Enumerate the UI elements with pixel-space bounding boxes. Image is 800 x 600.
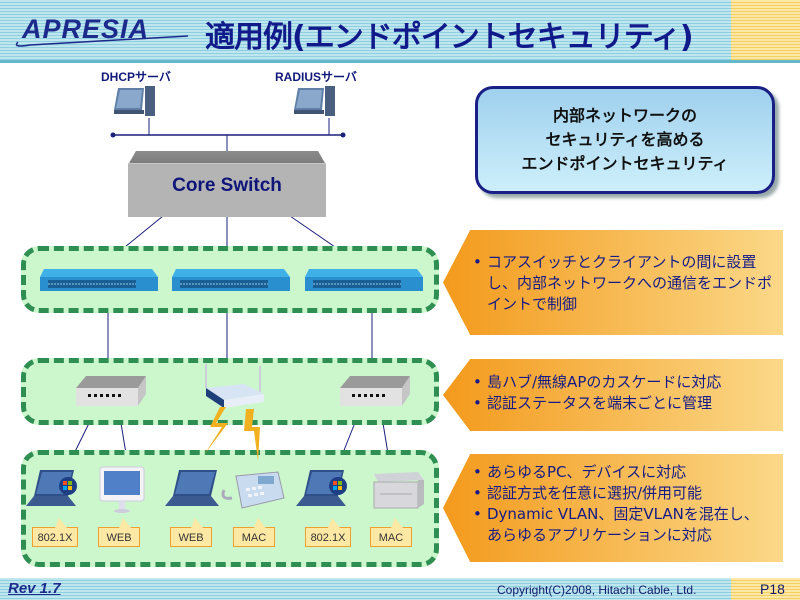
l2-switch-icon	[40, 269, 158, 291]
auth-tag: WEB	[170, 518, 212, 547]
imac-icon	[99, 466, 145, 513]
zone-endpoints	[21, 450, 439, 567]
logo-text: APRESIA	[22, 14, 150, 44]
hub-icon	[340, 376, 410, 406]
bullet-icon: •	[473, 253, 482, 271]
desktop-pc-icon	[294, 86, 335, 116]
copyright-text: Copyright(C)2008, Hitachi Cable, Ltd.	[497, 583, 697, 597]
callout-line: エンドポイントセキュリティ	[521, 154, 729, 173]
hub-icon	[76, 376, 146, 406]
header-divider	[0, 60, 800, 63]
bullet-item: •認証ステータスを端末ごとに管理	[473, 394, 713, 412]
bullet-icon: •	[473, 394, 482, 412]
bullet-icon: •	[473, 373, 482, 391]
summary-callout: 内部ネットワークの セキュリティを高める エンドポイントセキュリティ	[475, 86, 775, 194]
windows-laptop-icon	[26, 470, 77, 506]
revision-label: Rev 1.7	[8, 580, 61, 597]
tier-description-hubs: •島ハブ/無線APのカスケードに対応 •認証ステータスを端末ごとに管理	[443, 359, 783, 431]
printer-icon	[373, 472, 424, 509]
dhcp-server-label: DHCPサーバ	[101, 70, 171, 84]
wireless-ap-icon	[205, 364, 264, 408]
wireless-signal-icon	[204, 407, 260, 461]
ip-phone-icon	[221, 471, 285, 509]
callout-line: セキュリティを高める	[545, 130, 705, 149]
callout-line: 内部ネットワークの	[552, 106, 697, 125]
bullet-item: •Dynamic VLAN、固定VLANを混在し、あらゆるアプリケーションに対応	[473, 505, 759, 544]
auth-tag: MAC	[370, 518, 412, 547]
page-title: 適用例(エンドポイントセキュリティ)	[205, 20, 694, 55]
bullet-icon: •	[473, 484, 482, 502]
auth-tag: MAC	[233, 518, 275, 547]
core-switch: Core Switch	[128, 151, 326, 217]
bullet-icon: •	[473, 505, 482, 523]
windows-laptop-icon	[296, 470, 347, 506]
desktop-pc-icon	[114, 86, 155, 116]
auth-tag: 802.1X	[305, 518, 351, 547]
l2-switch-icon	[305, 269, 423, 291]
header-accent	[731, 0, 800, 62]
bullet-item: •コアスイッチとクライアントの間に設置し、内部ネットワークへの通信をエンドポイン…	[473, 253, 773, 313]
logo-swoosh-icon	[15, 35, 189, 47]
apresia-logo: APRESIA	[10, 14, 190, 54]
bullet-item: •あらゆるPC、デバイスに対応	[473, 463, 687, 481]
bullet-icon: •	[473, 463, 482, 481]
tier-description-edge: •コアスイッチとクライアントの間に設置し、内部ネットワークへの通信をエンドポイン…	[443, 230, 783, 335]
core-switch-front	[128, 163, 326, 217]
core-switch-top	[128, 151, 326, 165]
bullet-item: •島ハブ/無線APのカスケードに対応	[473, 373, 722, 391]
auth-tag: WEB	[98, 518, 140, 547]
bullet-item: •認証方式を任意に選択/併用可能	[473, 484, 703, 502]
laptop-icon	[165, 470, 219, 506]
radius-server-label: RADIUSサーバ	[275, 70, 357, 84]
l2-switch-icon	[172, 269, 290, 291]
bus-endpoint	[110, 132, 116, 138]
auth-tag: 802.1X	[32, 518, 78, 547]
tier-description-endpoints: •あらゆるPC、デバイスに対応 •認証方式を任意に選択/併用可能 •Dynami…	[443, 454, 783, 562]
header-bar	[0, 0, 800, 62]
core-switch-label: Core Switch	[172, 175, 282, 196]
page-number: P18	[760, 581, 785, 597]
footer-accent	[731, 578, 800, 600]
footer-bar	[0, 578, 800, 600]
bus-endpoint	[340, 132, 346, 138]
